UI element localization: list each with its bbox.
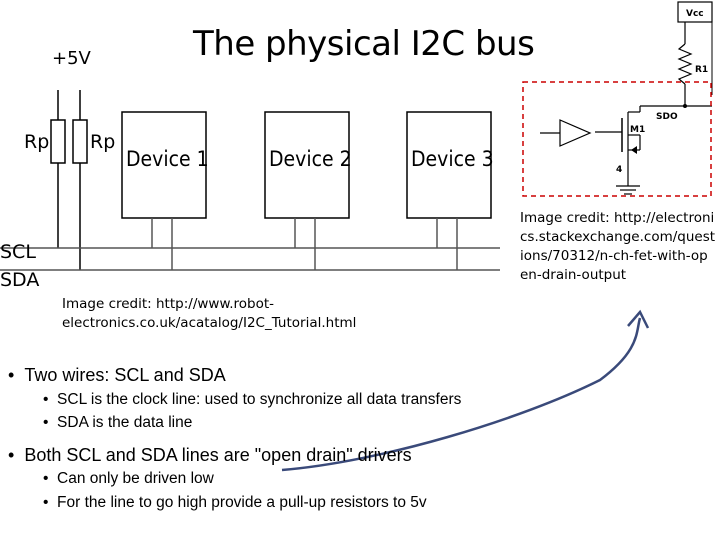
device-1: Device 1 (121, 111, 209, 270)
pointer-arrow (281, 317, 642, 472)
device-1-label: Device 1 (126, 147, 209, 171)
bullet-1-text: Two wires: SCL and SDA (24, 365, 226, 385)
bullet-1: • Two wires: SCL and SDA (8, 365, 226, 386)
open-drain-schematic: Vcc R1 SDO M1 4 (522, 1, 713, 197)
bullet-2: • Both SCL and SDA lines are "open drain… (8, 445, 412, 465)
pullup-resistor-1 (50, 119, 66, 164)
device-3-label: Device 3 (411, 147, 494, 171)
bullet-2-sub-1: • Can only be driven low (43, 470, 214, 487)
r1-resistor (677, 43, 693, 85)
highlight-box (522, 81, 712, 197)
pin-label: 4 (616, 165, 622, 175)
left-image-credit: Image credit: http://www.robot-electroni… (62, 296, 357, 331)
bullet-2-sub-2: • For the line to go high provide a pull… (43, 494, 427, 511)
slide-title: The physical I2C bus (193, 24, 535, 64)
bullet-2-sub-2-text: For the line to go high provide a pull-u… (57, 494, 427, 511)
sda-label: SDA (0, 269, 39, 291)
bullet-dot: • (8, 365, 25, 385)
device-3: Device 3 (406, 111, 494, 270)
resistor-label-2: Rp (90, 131, 115, 153)
sdo-label: SDO (656, 112, 678, 122)
m1-label: M1 (630, 125, 645, 135)
device-2-label: Device 2 (269, 147, 352, 171)
supply-label: +5V (52, 48, 92, 69)
r1-label: R1 (695, 65, 708, 75)
bullet-1-sub-1: • SCL is the clock line: used to synchro… (43, 391, 462, 408)
vcc-label: Vcc (686, 9, 704, 19)
bullet-2-text: Both SCL and SDA lines are "open drain" … (24, 445, 412, 465)
bullet-1-sub-2: • SDA is the data line (43, 414, 193, 431)
device-2: Device 2 (264, 111, 352, 270)
arrow-head (627, 309, 650, 329)
scl-label: SCL (0, 241, 36, 263)
buffer-symbol (559, 119, 592, 147)
pullup-resistor-2 (72, 119, 88, 164)
bullet-1-sub-1-text: SCL is the clock line: used to synchroni… (57, 391, 462, 408)
right-image-credit: Image credit: http://electronics.stackex… (520, 210, 716, 283)
resistor-label-1: Rp (24, 131, 49, 153)
bullet-2-sub-1-text: Can only be driven low (57, 470, 214, 487)
bullet-1-sub-2-text: SDA is the data line (57, 414, 193, 431)
